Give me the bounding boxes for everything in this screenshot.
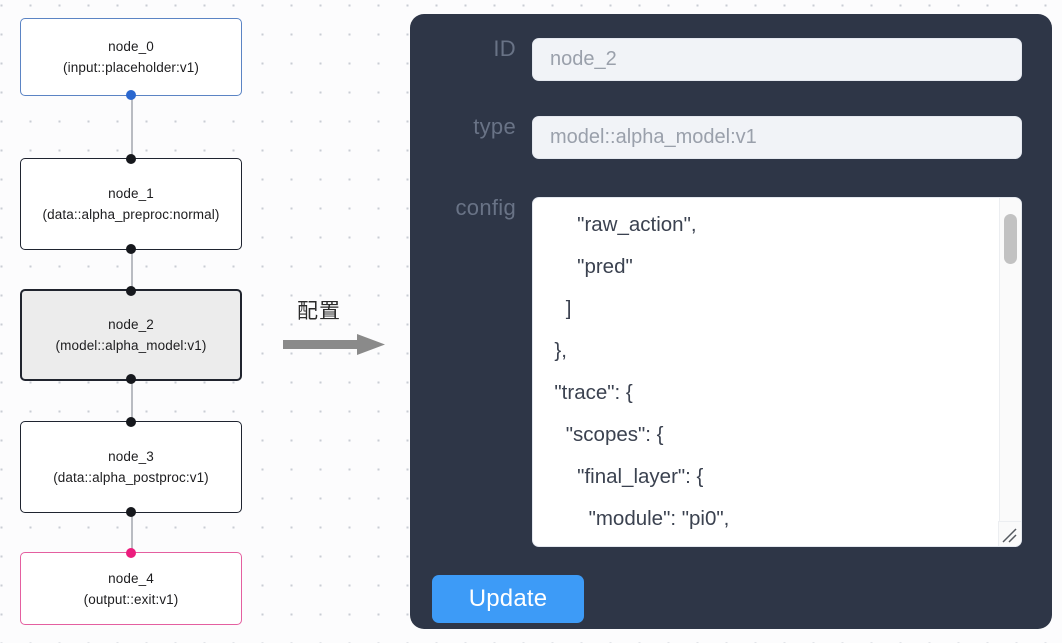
graph-node-type: (input::placeholder:v1) xyxy=(63,60,199,75)
graph-node-name: node_0 xyxy=(108,39,154,54)
edge-node1-node2 xyxy=(131,246,133,293)
graph-node-node_1[interactable]: node_1 (data::alpha_preproc:normal) xyxy=(20,154,242,254)
node-handle-target[interactable] xyxy=(126,417,136,427)
node-config-panel: ID node_2 type model::alpha_model:v1 con… xyxy=(410,14,1052,629)
graph-node-node_3[interactable]: node_3 (data::alpha_postproc:v1) xyxy=(20,417,242,517)
graph-node-type: (data::alpha_preproc:normal) xyxy=(42,207,220,222)
field-row-config: config "raw_action", "pred" ] }, "trace"… xyxy=(410,197,1052,547)
field-row-id: ID node_2 xyxy=(410,38,1052,81)
graph-node-name: node_1 xyxy=(108,186,154,201)
edge-node3-node4 xyxy=(131,509,133,556)
edge-node2-node3 xyxy=(131,377,133,425)
graph-node-name: node_4 xyxy=(108,570,154,586)
config-textarea-corner xyxy=(998,521,1021,546)
config-field-label: config xyxy=(455,195,516,220)
update-button[interactable]: Update xyxy=(432,575,584,623)
graph-node-node_4[interactable]: node_4 (output::exit:v1) xyxy=(20,548,242,625)
graph-canvas[interactable]: node_0 (input::placeholder:v1) node_1 (d… xyxy=(0,0,400,643)
graph-node-type: (data::alpha_postproc:v1) xyxy=(53,470,209,485)
type-input[interactable]: model::alpha_model:v1 xyxy=(532,116,1022,159)
graph-node-name: node_3 xyxy=(108,449,154,464)
graph-node-type: (model::alpha_model:v1) xyxy=(55,338,207,353)
node-handle-target[interactable] xyxy=(126,548,136,558)
arrow-right-icon xyxy=(283,333,389,357)
config-scrollbar-thumb[interactable] xyxy=(1004,214,1017,264)
graph-node-name: node_2 xyxy=(108,317,154,332)
edge-node0-node1 xyxy=(131,92,133,162)
node-handle-source[interactable] xyxy=(126,244,136,254)
id-field-label: ID xyxy=(493,36,516,61)
type-field-label: type xyxy=(473,114,516,139)
resize-grip-icon[interactable] xyxy=(999,525,1019,545)
id-input[interactable]: node_2 xyxy=(532,38,1022,81)
node-handle-target[interactable] xyxy=(126,154,136,164)
graph-node-node_0[interactable]: node_0 (input::placeholder:v1) xyxy=(20,18,242,100)
node-handle-source[interactable] xyxy=(126,374,136,384)
config-scrollbar[interactable] xyxy=(999,198,1021,522)
node-handle-source[interactable] xyxy=(126,90,136,100)
config-textarea[interactable]: "raw_action", "pred" ] }, "trace": { "sc… xyxy=(532,197,1022,547)
transition-annotation: 配置 xyxy=(283,295,393,365)
graph-node-type: (output::exit:v1) xyxy=(83,591,179,607)
graph-node-node_2[interactable]: node_2 (model::alpha_model:v1) xyxy=(20,286,242,384)
transition-caption: 配置 xyxy=(297,300,341,323)
node-handle-source[interactable] xyxy=(126,507,136,517)
node-handle-target[interactable] xyxy=(126,286,136,296)
config-textarea-value[interactable]: "raw_action", "pred" ] }, "trace": { "sc… xyxy=(554,213,730,530)
field-row-type: type model::alpha_model:v1 xyxy=(410,116,1052,159)
